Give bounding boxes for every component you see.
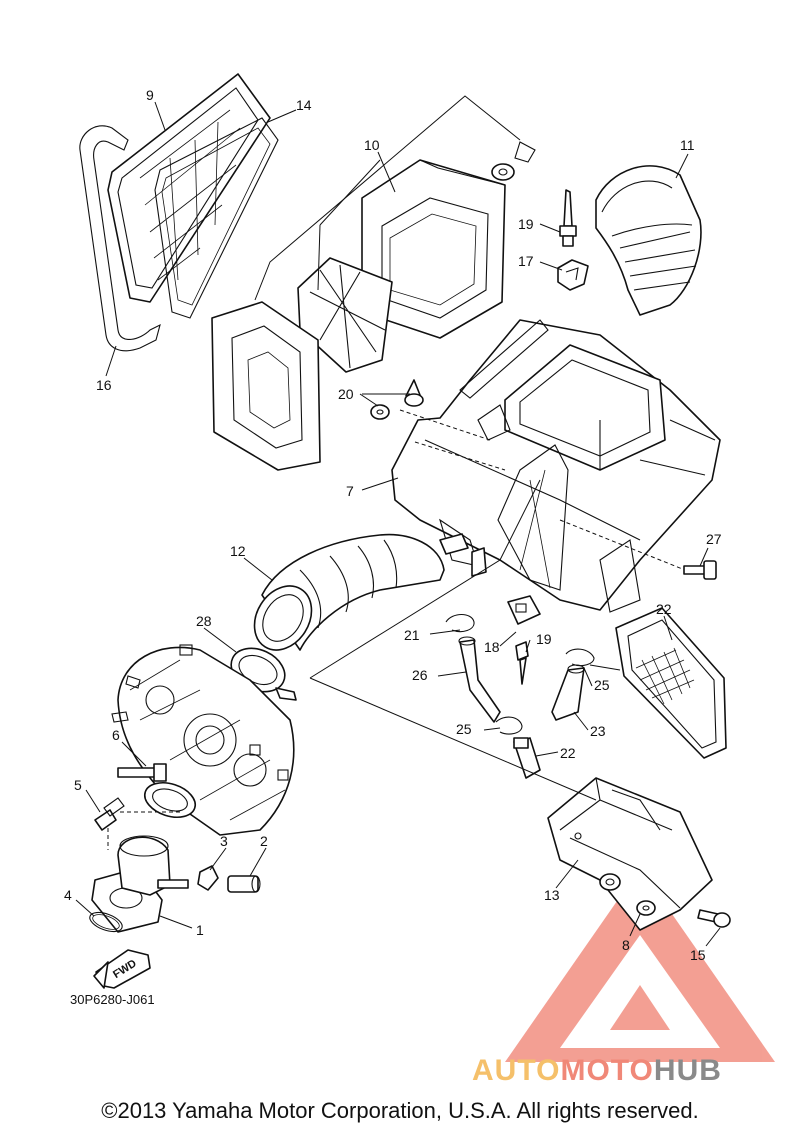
- callout-23: 22: [656, 601, 672, 617]
- part-15-screw: [697, 909, 731, 928]
- callout-18: 18: [484, 639, 500, 655]
- part-23-cover: [615, 607, 727, 759]
- callout-1: 1: [196, 922, 204, 938]
- part-25-clip-left: [495, 716, 523, 735]
- callout-12: 12: [230, 543, 246, 559]
- callout-20: 20: [338, 386, 354, 402]
- callout-15: 15: [690, 947, 706, 963]
- callout-17: 17: [518, 253, 534, 269]
- part-10-filter-cage: [297, 257, 393, 373]
- watermark-hub: HUB: [653, 1054, 722, 1087]
- callout-9: 9: [146, 87, 154, 103]
- part-13-lower-box: [547, 777, 713, 931]
- callout-10: 10: [364, 137, 380, 153]
- callout-25-right: 25: [594, 677, 610, 693]
- part-10-grommet: [491, 141, 536, 181]
- callout-28: 28: [196, 613, 212, 629]
- part-14-seal: [154, 117, 279, 319]
- callout-16: 16: [96, 377, 112, 393]
- part-12-intake-boot: [253, 533, 445, 651]
- watermark-brand: AUTOMOTOHUB: [472, 1054, 722, 1090]
- callout-labels: 9 14 10 11 19 17 16 20 7 12 27 22 28 21 …: [64, 87, 722, 963]
- callout-14: 14: [296, 97, 312, 113]
- part-17-grommet: [557, 259, 589, 291]
- callout-6: 6: [112, 727, 120, 743]
- copyright-notice: ©2013 Yamaha Motor Corporation, U.S.A. A…: [101, 1098, 699, 1123]
- callout-22: 21: [404, 627, 420, 643]
- callout-3: 3: [220, 833, 228, 849]
- part-9-filter-frame: [107, 73, 271, 303]
- part-6-clamp: [117, 763, 197, 819]
- part-18-bracket: [507, 595, 541, 625]
- part-27-bolt: [683, 560, 717, 580]
- part-11-intake-duct: [595, 165, 702, 316]
- part-2-collar: [227, 875, 261, 893]
- part-19-screw-lower: [515, 641, 529, 685]
- callout-26: 26: [412, 667, 428, 683]
- callout-19-top: 19: [518, 216, 534, 232]
- part-7-air-box: [391, 319, 721, 613]
- part-10-foam-frame: [211, 301, 321, 471]
- callout-2: 2: [260, 833, 268, 849]
- part-22-clip: [445, 613, 475, 633]
- watermark-auto: AUTO: [472, 1054, 561, 1087]
- diagram-code: 30P6280-J061: [70, 992, 155, 1007]
- part-1-intake-joint: [91, 835, 189, 933]
- callout-4: 4: [64, 887, 72, 903]
- part-7-hose-fitting: [439, 533, 487, 577]
- part-4-o-ring: [89, 911, 123, 933]
- part-8-collar: [599, 873, 656, 916]
- callout-24: 23: [590, 723, 606, 739]
- part-26-drain-hose: [458, 636, 501, 723]
- part-23-mesh: [635, 647, 695, 705]
- part-16-clip: [79, 125, 161, 352]
- part-19-screw-top: [559, 189, 577, 247]
- part-7-dashed-guides: [399, 409, 691, 573]
- callout-27: 27: [706, 531, 722, 547]
- callout-leaders: [75, 101, 721, 947]
- callout-19-lower: 19: [536, 631, 552, 647]
- callout-5: 5: [74, 777, 82, 793]
- part-3-clip: [197, 865, 219, 891]
- part-5-bolt: [94, 797, 125, 831]
- part-21-plug: [513, 737, 541, 779]
- watermark-moto: MOTO: [560, 1054, 654, 1087]
- callout-11: 11: [680, 137, 695, 153]
- watermark-triangle-logo: [505, 868, 775, 1062]
- part-10-group-lines: [254, 95, 521, 301]
- callout-7: 7: [346, 483, 354, 499]
- guide-lines: [107, 479, 621, 850]
- part-24-drain: [551, 664, 585, 721]
- fwd-arrow-icon: [93, 949, 151, 989]
- callout-13: 13: [544, 887, 560, 903]
- callout-25-left: 25: [456, 721, 472, 737]
- callout-21: 22: [560, 745, 576, 761]
- part-20-grommet: [370, 379, 424, 420]
- part-25-clip-right: [565, 648, 595, 667]
- callout-8: 8: [622, 937, 630, 953]
